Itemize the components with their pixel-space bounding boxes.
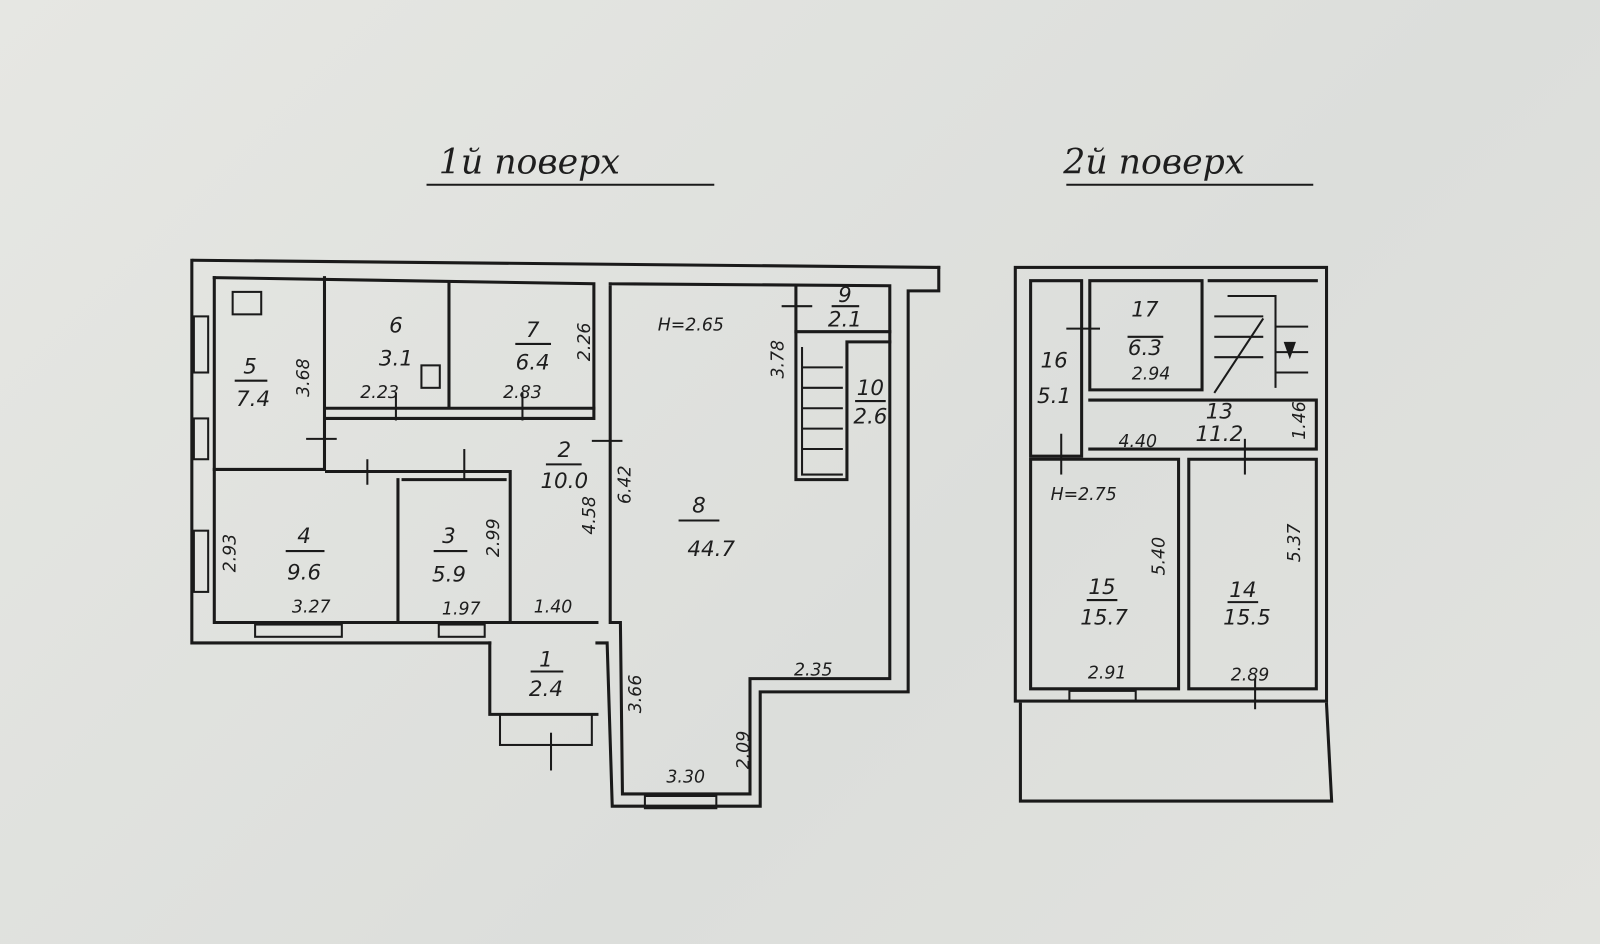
dimension-label: 2.23 xyxy=(360,383,399,403)
dimension-label: 2.94 xyxy=(1132,365,1171,385)
room-5: 57.4 xyxy=(234,355,270,412)
room-3: 35.9 xyxy=(432,524,468,588)
room-number: 2 xyxy=(557,438,571,463)
room-area: 44.7 xyxy=(687,537,735,562)
dimension-label: 2.89 xyxy=(1231,666,1270,686)
room-area: 6.4 xyxy=(516,350,550,375)
toilet-icon xyxy=(420,364,441,389)
dimension-label: 1.97 xyxy=(442,599,481,619)
room-area: 9.6 xyxy=(287,561,321,586)
room-number: 3 xyxy=(442,524,456,549)
dimension-label: 4.40 xyxy=(1118,432,1157,452)
dimension-label: 3.68 xyxy=(294,358,314,397)
dimension-label: 3.27 xyxy=(292,597,331,617)
room-area: 5.9 xyxy=(432,563,466,588)
room-number: 7 xyxy=(526,318,540,343)
room-4: 49.6 xyxy=(285,524,325,586)
stair-arrow-icon xyxy=(1283,341,1296,360)
room-area: 11.2 xyxy=(1196,422,1244,447)
dimension-label: 2.35 xyxy=(794,661,833,681)
dimension-label: 2.83 xyxy=(503,383,542,403)
dimension-label: 1.40 xyxy=(534,597,573,617)
floor1-dimensions: 3.68 2.23 2.83 2.26 3.78 6.42 4.58 2.93 … xyxy=(221,323,833,788)
dimension-label: 5.40 xyxy=(1149,537,1169,576)
dimension-label: 1.46 xyxy=(1290,401,1310,440)
dimension-label: 3.78 xyxy=(769,340,789,379)
room-2: 210.0 xyxy=(540,438,588,494)
floor1-title: 1й поверх xyxy=(426,143,715,186)
room-number: 14 xyxy=(1229,578,1256,603)
dimension-label: 5.37 xyxy=(1285,524,1305,563)
room-area: 6.3 xyxy=(1128,336,1162,361)
dimension-label: 2.99 xyxy=(484,519,504,558)
room-number: 8 xyxy=(692,493,706,518)
floor2-title: 2й поверх xyxy=(1062,143,1314,186)
room-17: 176.3 xyxy=(1127,297,1164,361)
room-15: 15 15.7 xyxy=(1080,575,1128,631)
room-1: 12.4 xyxy=(529,647,564,702)
room-area: 5.1 xyxy=(1037,384,1071,409)
floor2-walls xyxy=(1013,265,1334,803)
room-number: 16 xyxy=(1040,348,1067,373)
room-area: 15.7 xyxy=(1080,606,1128,631)
room-area: 15.5 xyxy=(1223,606,1271,631)
room-area: 2.4 xyxy=(529,677,563,702)
dimension-label: 4.58 xyxy=(580,496,600,535)
dimension-label: 3.30 xyxy=(666,768,705,788)
ceiling-height: H=2.75 xyxy=(1051,485,1117,505)
room-number: 1 xyxy=(539,647,553,672)
room-number: 13 xyxy=(1206,399,1233,424)
room-9: 92.1 xyxy=(828,283,862,332)
room-number: 17 xyxy=(1131,297,1159,322)
room-number: 5 xyxy=(243,355,257,380)
room-number: 4 xyxy=(297,524,311,549)
room-area: 2.1 xyxy=(828,308,862,333)
room-10: 102.6 xyxy=(853,376,887,430)
ceiling-height: H=2.65 xyxy=(658,316,724,336)
room-area: 2.6 xyxy=(853,405,887,430)
dimension-label: 2.91 xyxy=(1088,664,1127,684)
floor1-walls xyxy=(190,258,941,810)
dimension-label: 3.66 xyxy=(626,675,646,714)
room-number: 15 xyxy=(1088,575,1115,600)
room-area: 3.1 xyxy=(379,346,413,371)
room-number: 10 xyxy=(857,376,884,401)
dimension-label: 2.09 xyxy=(734,731,754,770)
room-16: 165.1 xyxy=(1037,348,1071,409)
room-number: 6 xyxy=(389,314,403,339)
room-number: 9 xyxy=(838,283,852,308)
floor1-labels: H=2.65 57.4 63.1 76.4 210.0 49.6 35.9 84… xyxy=(221,283,888,788)
dimension-label: 2.93 xyxy=(221,534,241,573)
room-14: 14 15.5 xyxy=(1223,578,1271,631)
room-8: 844.7 xyxy=(678,493,735,562)
room-area: 2й поверх xyxy=(1062,143,1245,183)
stove-icon xyxy=(231,290,263,316)
floor2-dimensions: 2.94 4.40 1.46 5.40 5.37 2.91 2.89 xyxy=(1088,365,1310,686)
room-6: 63.1 xyxy=(379,314,413,372)
room-7: 76.4 xyxy=(515,318,552,375)
room-area: 10.0 xyxy=(540,469,588,494)
room-area: 7.4 xyxy=(236,387,270,412)
room-area: 1й поверх xyxy=(439,143,621,183)
dimension-label: 6.42 xyxy=(616,465,636,504)
dimension-label: 2.26 xyxy=(575,323,595,362)
